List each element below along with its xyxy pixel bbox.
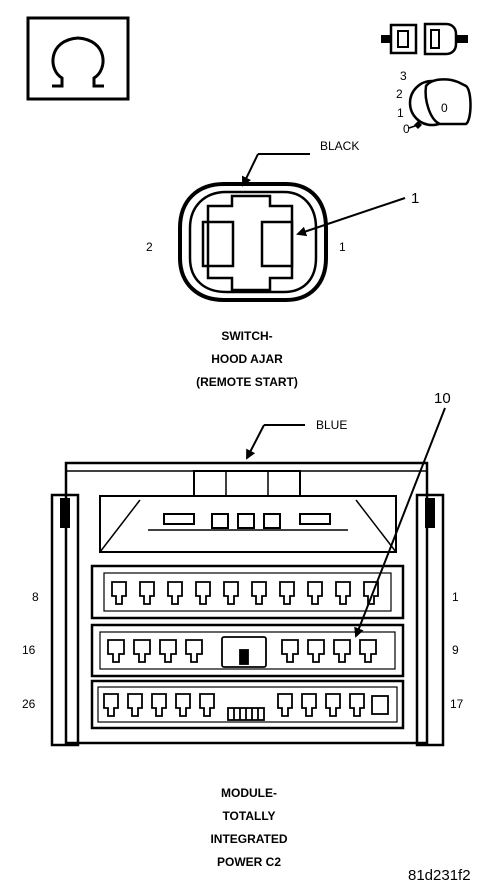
ohm-symbol-icon: [26, 16, 130, 101]
ignition-key-label: 0: [441, 101, 448, 115]
row-2-terminals: [107, 636, 377, 668]
module-caption-line-1: MODULE-: [221, 786, 277, 800]
row-1-terminals: [111, 581, 379, 605]
ignition-pos-1: 1: [397, 106, 404, 120]
switch-color-label: BLACK: [320, 139, 359, 153]
switch-connector: BLACK 2 1 1 SWITCH- HOOD AJAR (REMOTE ST…: [146, 139, 419, 389]
figure-code: 81d231f2: [408, 867, 471, 884]
switch-caption-line-2: HOOD AJAR: [211, 352, 283, 366]
row-3-right-label: 17: [450, 697, 464, 711]
row-3-terminals: [103, 693, 389, 721]
row-1-left-label: 8: [32, 590, 39, 604]
ignition-pos-0: 0: [403, 122, 410, 136]
switch-pin-2-label: 2: [146, 240, 153, 254]
switch-caption-line-1: SWITCH-: [221, 329, 272, 343]
switch-callout-1: 1: [411, 190, 419, 207]
module-caption-line-3: INTEGRATED: [210, 832, 287, 846]
row-2-right-label: 9: [452, 643, 459, 657]
row-2-left-label: 16: [22, 643, 36, 657]
row-1-right-label: 1: [452, 590, 459, 604]
switch-caption-line-3: (REMOTE START): [196, 375, 298, 389]
unplugged-connector-icon: [381, 22, 468, 56]
module-connector: 10 BLUE: [22, 390, 464, 869]
module-color-label: BLUE: [316, 418, 347, 432]
ignition-pos-3: 3: [400, 69, 407, 83]
module-caption-line-4: POWER C2: [217, 855, 281, 869]
module-caption-line-2: TOTALLY: [222, 809, 275, 823]
ignition-key-off-icon: 3 2 1 0 0: [396, 69, 472, 136]
ignition-pos-2: 2: [396, 87, 403, 101]
module-callout-10: 10: [434, 390, 451, 407]
row-3-left-label: 26: [22, 697, 36, 711]
switch-pin-1-label: 1: [339, 240, 346, 254]
